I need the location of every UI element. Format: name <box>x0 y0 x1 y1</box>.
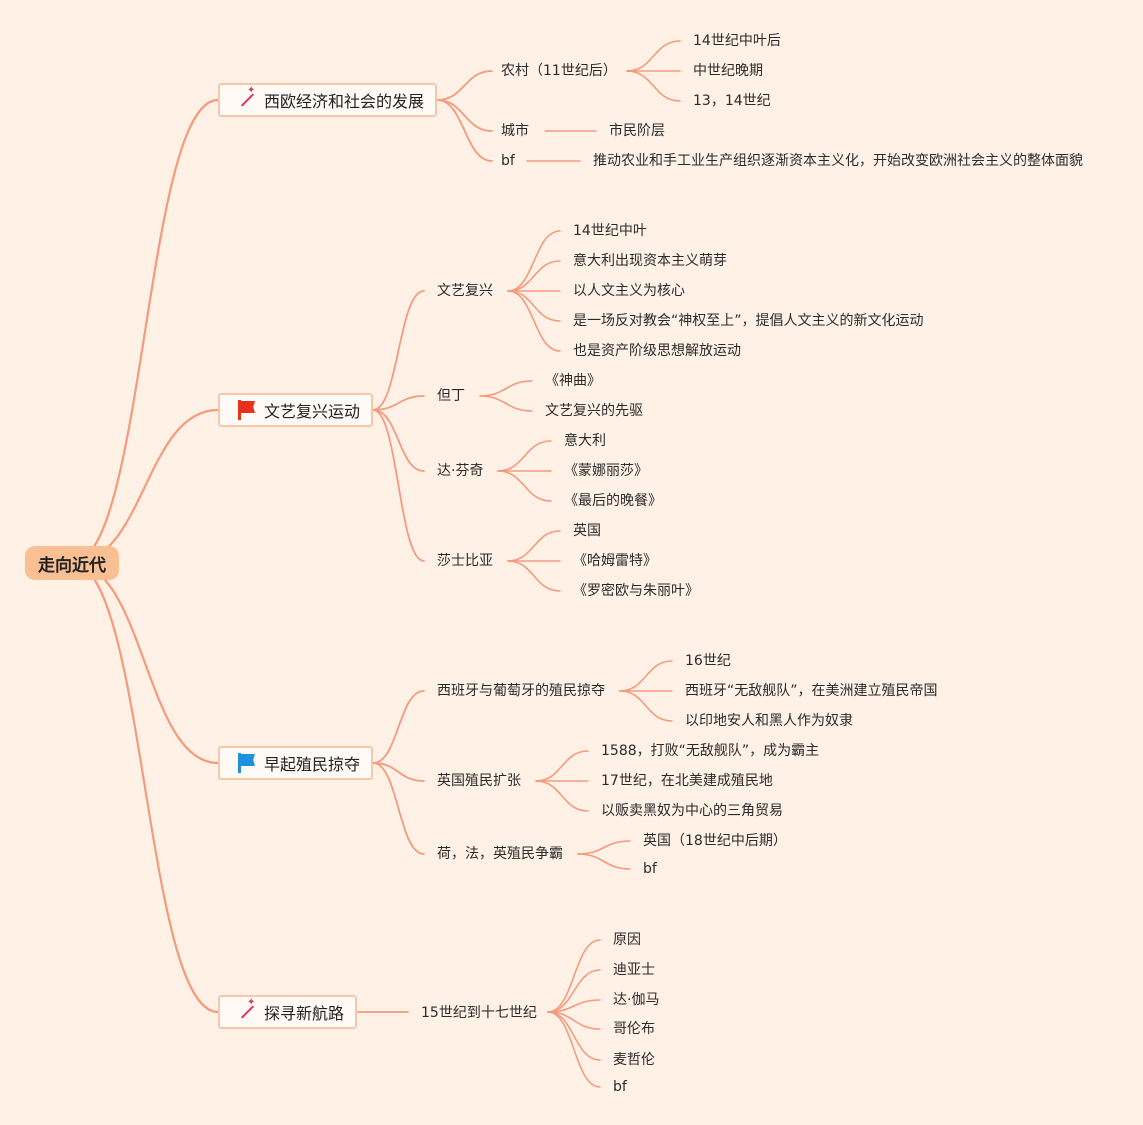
connector-line <box>547 939 601 1013</box>
leaf-node[interactable]: 17世纪，在北美建成殖民地 <box>601 773 773 789</box>
leaf-node[interactable]: 也是资产阶级思想解放运动 <box>573 343 741 359</box>
leaf-node[interactable]: 是一场反对教会“神权至上”，提倡人文主义的新文化运动 <box>573 313 924 329</box>
topic-new-sea-route[interactable]: 探寻新航路 <box>218 995 357 1029</box>
leaf-node[interactable]: 麦哲伦 <box>613 1052 655 1068</box>
leaf-node[interactable]: bf <box>613 1079 627 1095</box>
connector-line <box>372 762 425 855</box>
subtopic-da-vinci[interactable]: 达·芬奇 <box>437 463 484 479</box>
topic-colonial-plunder[interactable]: 早起殖民掠夺 <box>218 746 373 780</box>
subtopic-shakespeare[interactable]: 莎士比亚 <box>437 553 493 569</box>
topic-label: 早起殖民掠夺 <box>264 755 361 774</box>
leaf-node[interactable]: 《蒙娜丽莎》 <box>564 463 648 479</box>
connector-line <box>507 560 561 592</box>
leaf-node[interactable]: 以印地安人和黑人作为奴隶 <box>685 713 853 729</box>
topic-label: 西欧经济和社会的发展 <box>264 92 425 111</box>
topic-renaissance[interactable]: 文艺复兴运动 <box>218 393 373 427</box>
subtopic-renaissance[interactable]: 文艺复兴 <box>437 283 493 299</box>
connector-line <box>70 98 220 565</box>
connector-line <box>372 762 425 782</box>
connector-line <box>619 660 673 692</box>
connector-line <box>372 409 425 472</box>
leaf-node[interactable]: 西班牙“无敌舰队”，在美洲建立殖民帝国 <box>685 683 938 699</box>
connector-line <box>507 530 561 562</box>
leaf-node[interactable]: 中世纪晚期 <box>693 63 763 79</box>
connector-line <box>547 969 601 1013</box>
connector-line <box>547 1011 601 1061</box>
leaf-node[interactable]: 1588，打败“无敌舰队”，成为霸主 <box>601 743 820 759</box>
connector-line <box>436 70 493 101</box>
connector-line <box>372 690 425 764</box>
connector-line <box>436 99 493 162</box>
subtopic-15th-17th-century[interactable]: 15世纪到十七世纪 <box>421 1005 537 1021</box>
leaf-node[interactable]: 达·伽马 <box>613 992 660 1008</box>
connector-line <box>70 561 220 1014</box>
red-flag-icon <box>236 400 258 420</box>
connector-line <box>372 290 425 411</box>
connector-line <box>479 380 533 397</box>
leaf-node[interactable]: 英国 <box>573 523 601 539</box>
connector-line <box>507 290 561 352</box>
connector-line <box>497 440 552 472</box>
leaf-node[interactable]: 《神曲》 <box>545 373 601 389</box>
subtopic-bf[interactable]: bf <box>501 153 515 169</box>
connector-line <box>479 395 533 412</box>
leaf-node[interactable]: 《最后的晚餐》 <box>564 493 662 509</box>
subtopic-britain-expansion[interactable]: 英国殖民扩张 <box>437 773 521 789</box>
leaf-node[interactable]: 以贩卖黑奴为中心的三角贸易 <box>601 803 783 819</box>
connector-line <box>535 780 589 812</box>
subtopic-colonial-rivalry[interactable]: 荷，法，英殖民争霸 <box>437 846 563 862</box>
leaf-node[interactable]: 文艺复兴的先驱 <box>545 403 643 419</box>
magic-wand-icon <box>236 997 258 1022</box>
connector-line <box>547 999 601 1013</box>
magic-wand-icon <box>236 85 258 110</box>
connector-line <box>497 470 552 502</box>
leaf-node[interactable]: 英国（18世纪中后期） <box>643 833 787 849</box>
connector-line <box>626 70 681 102</box>
connector-line <box>507 260 561 292</box>
leaf-node[interactable]: 13，14世纪 <box>693 93 771 109</box>
subtopic-city[interactable]: 城市 <box>501 123 529 139</box>
topic-label: 探寻新航路 <box>264 1004 345 1023</box>
leaf-node[interactable]: 14世纪中叶后 <box>693 33 781 49</box>
leaf-node[interactable]: 推动农业和手工业生产组织逐渐资本主义化，开始改变欧洲社会主义的整体面貌 <box>593 153 1083 169</box>
subtopic-dante[interactable]: 但丁 <box>437 388 465 404</box>
leaf-node[interactable]: 以人文主义为核心 <box>573 283 685 299</box>
topic-west-europe-economy[interactable]: 西欧经济和社会的发展 <box>218 83 437 117</box>
leaf-node[interactable]: 迪亚士 <box>613 962 655 978</box>
blue-flag-icon <box>236 753 258 773</box>
connector-line <box>535 750 589 782</box>
leaf-node[interactable]: 《哈姆雷特》 <box>573 553 657 569</box>
leaf-node[interactable]: 意大利 <box>564 433 606 449</box>
leaf-node[interactable]: 意大利出现资本主义萌芽 <box>573 253 727 269</box>
connector-line <box>507 290 561 322</box>
leaf-node[interactable]: 16世纪 <box>685 653 731 669</box>
leaf-node[interactable]: 市民阶层 <box>609 123 665 139</box>
connector-line <box>70 408 220 565</box>
connector-line <box>372 409 425 562</box>
subtopic-countryside[interactable]: 农村（11世纪后） <box>501 63 617 79</box>
connector-line <box>577 840 631 855</box>
root-node[interactable]: 走向近代 <box>25 546 119 580</box>
leaf-node[interactable]: 原因 <box>613 932 641 948</box>
leaf-node[interactable]: 14世纪中叶 <box>573 223 647 239</box>
subtopic-spain-portugal[interactable]: 西班牙与葡萄牙的殖民掠夺 <box>437 683 605 699</box>
connector-line <box>577 853 631 870</box>
leaf-node[interactable]: 《罗密欧与朱丽叶》 <box>573 583 699 599</box>
connector-line <box>547 1011 601 1030</box>
connector-line <box>372 395 425 411</box>
connector-line <box>436 99 493 132</box>
leaf-node[interactable]: bf <box>643 861 657 877</box>
connector-line <box>619 690 673 722</box>
connector-line <box>626 40 681 72</box>
connector-line <box>70 561 220 765</box>
connector-line <box>547 1011 601 1088</box>
leaf-node[interactable]: 哥伦布 <box>613 1021 655 1037</box>
topic-label: 文艺复兴运动 <box>264 402 361 421</box>
connector-line <box>507 230 561 292</box>
